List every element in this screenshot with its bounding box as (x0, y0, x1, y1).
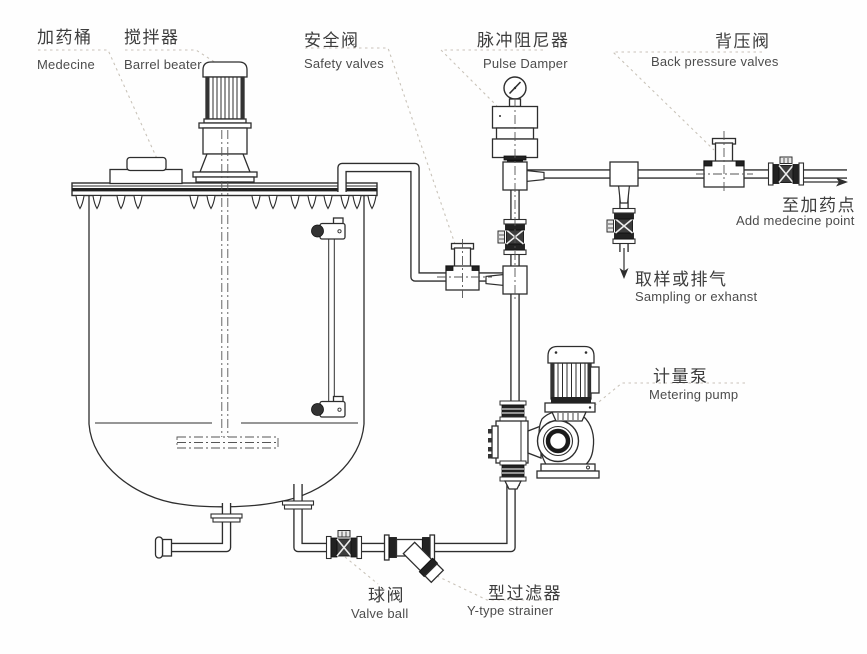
leader-lines (38, 47, 762, 601)
label-back-pressure-zh: 背压阀 (715, 32, 771, 51)
drain-flange (210, 513, 243, 523)
medicine-tank (71, 156, 378, 508)
drain-end-cap (154, 536, 173, 559)
back-pressure-valve (696, 131, 753, 194)
lid-clamps (75, 195, 377, 210)
agitator-motor (192, 61, 258, 183)
tee-fitting-safety (485, 265, 528, 295)
label-medicine-barrel-en: Medecine (37, 57, 95, 72)
level-gauge (311, 217, 346, 418)
label-y-strainer-zh: 型过滤器 (488, 584, 562, 603)
label-metering-pump-en: Metering pump (649, 387, 739, 402)
label-safety-valve-zh: 安全阀 (304, 31, 360, 50)
flow-arrow-down (619, 248, 629, 279)
label-add-medicine-point-en: Add medecine point (736, 213, 855, 228)
label-sampling-zh: 取样或排气 (635, 270, 728, 289)
agitator-shaft (176, 130, 279, 449)
label-valve-ball-zh: 球阀 (368, 586, 405, 605)
sampling-ball-valve (606, 207, 636, 245)
tee-fitting-sampling (609, 161, 639, 204)
label-barrel-beater-en: Barrel beater (124, 57, 202, 72)
metering-pump (488, 345, 600, 490)
label-sampling-en: Sampling or exhanst (635, 289, 758, 304)
label-safety-valve-en: Safety valves (304, 56, 384, 71)
suction-flange (281, 500, 315, 510)
suction-ball-valve (325, 529, 363, 560)
label-metering-pump-zh: 计量泵 (653, 367, 709, 386)
label-pulse-damper-en: Pulse Damper (483, 56, 568, 71)
label-back-pressure-en: Back pressure valves (651, 54, 779, 69)
label-barrel-beater-zh: 搅拌器 (124, 28, 180, 47)
y-type-strainer (383, 534, 445, 584)
label-valve-ball-en: Valve ball (351, 606, 409, 621)
label-pulse-damper-zh: 脉冲阻尼器 (477, 31, 570, 50)
label-medicine-barrel-zh: 加药桶 (37, 28, 93, 47)
label-y-strainer-en: Y-type strainer (467, 603, 554, 618)
safety-valve (437, 239, 492, 298)
discharge-ball-valve (497, 218, 527, 256)
flow-arrow-right (804, 177, 848, 187)
tee-fitting-top (502, 161, 545, 191)
tank-hatch (109, 156, 183, 185)
outlet-ball-valve (767, 156, 805, 186)
label-add-medicine-point-zh: 至加药点 (782, 196, 856, 215)
